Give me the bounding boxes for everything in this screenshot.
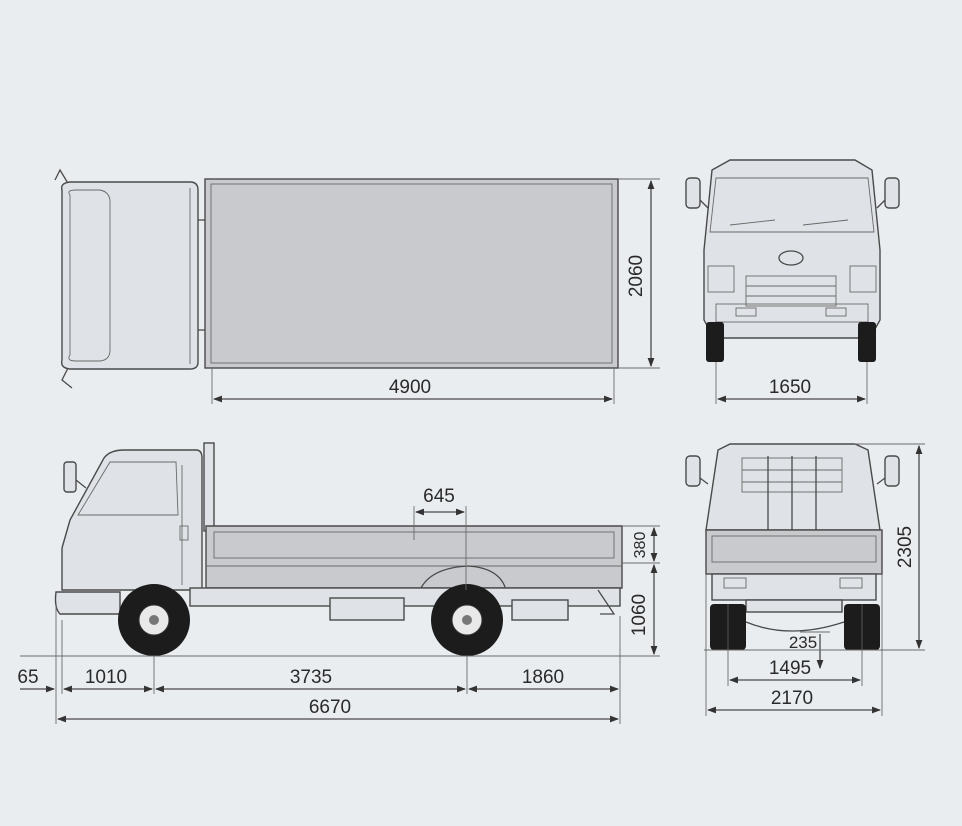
- side-view: 645 380 1060 65 1010 3735 1860 6670: [17, 442, 660, 724]
- front-left-mirror-icon: [685, 177, 701, 209]
- dim-rear-overhang: 1860: [522, 667, 564, 688]
- cab-side: [61, 449, 203, 591]
- dim-bed-length: 4900: [389, 377, 431, 398]
- side-mirror-icon: [63, 461, 77, 493]
- dim-overall-height: 2305: [895, 526, 916, 568]
- brand-logo-icon: [778, 250, 804, 266]
- dim-front-overhang: 1010: [85, 667, 127, 688]
- dim-side-height: 380: [632, 532, 649, 559]
- rear-view: 235 2305 1495 2170: [685, 443, 925, 716]
- cab-rear: [705, 443, 881, 531]
- cab-top: [60, 181, 199, 370]
- front-view: 1650: [685, 159, 900, 404]
- cargo-bed-top: [204, 178, 619, 369]
- front-right-tire: [858, 322, 876, 362]
- tailgate: [705, 529, 883, 575]
- dim-wheelbase: 3735: [290, 667, 332, 688]
- dim-overall-width: 2170: [771, 688, 813, 709]
- dim-bed-width: 2060: [626, 255, 647, 297]
- rear-right-mirror-icon: [884, 455, 900, 487]
- cab-front: [703, 159, 881, 339]
- dim-front-track: 1650: [769, 377, 811, 398]
- rear-left-mirror-icon: [685, 455, 701, 487]
- front-right-mirror-icon: [884, 177, 900, 209]
- cargo-bed-side: [205, 525, 623, 589]
- dim-bumper-offset: 65: [17, 667, 38, 688]
- top-view: 2060 4900: [54, 168, 660, 404]
- dim-overall-length: 6670: [309, 697, 351, 718]
- dim-ground-clearance: 235: [789, 633, 817, 652]
- dim-wheel-to-bed: 645: [423, 486, 455, 507]
- dim-rear-track: 1495: [769, 658, 811, 679]
- front-left-tire: [706, 322, 724, 362]
- dim-frame-height: 1060: [629, 594, 650, 636]
